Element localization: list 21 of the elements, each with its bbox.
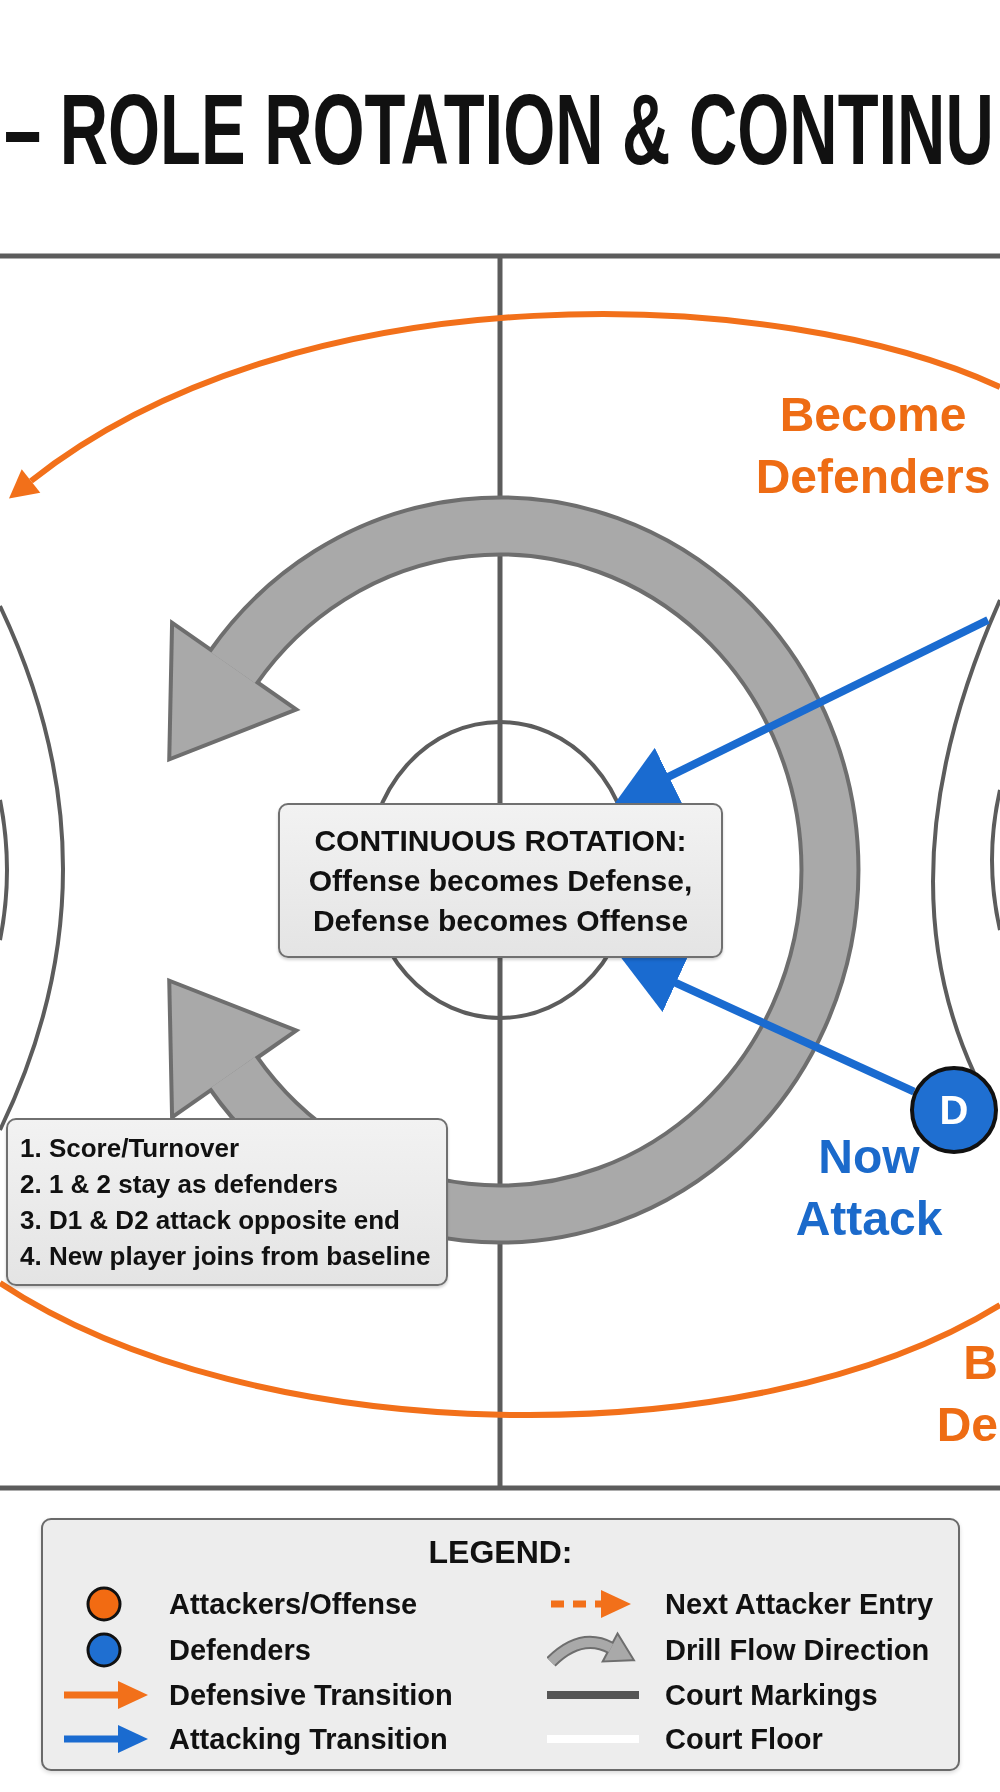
list-item: 3. D1 & D2 attack opposite end (20, 1204, 400, 1237)
callout-text: Become Defenders (754, 387, 992, 505)
legend-label: Next Attacker Entry (665, 1587, 934, 1622)
legend-title: LEGEND: (428, 1533, 573, 1572)
legend-label: Attackers/Offense (169, 1587, 418, 1622)
arrow (615, 616, 990, 806)
legend-label: Attacking Transition (169, 1722, 448, 1757)
box-heading: CONTINUOUS ROTATION: (313, 822, 688, 859)
list-item: 4. New player joins from baseline (20, 1240, 431, 1273)
notes-box (6, 1118, 448, 1286)
title: – ROLE ROTATION & CONTINU (4, 79, 994, 179)
legend-label: Defenders (169, 1633, 311, 1668)
info-box (278, 803, 723, 958)
callout-text: B De (935, 1335, 998, 1453)
list-item: 1. Score/Turnover (20, 1132, 240, 1165)
list-item: 2. 1 & 2 stay as defenders (20, 1168, 338, 1201)
legend-label: Drill Flow Direction (665, 1633, 930, 1668)
legend-label: Defensive Transition (169, 1678, 453, 1713)
legend-label: Court Markings (665, 1678, 878, 1713)
legend-label: Court Floor (665, 1722, 823, 1757)
box-text: Offense becomes Defense, Defense becomes Offense (307, 862, 694, 939)
